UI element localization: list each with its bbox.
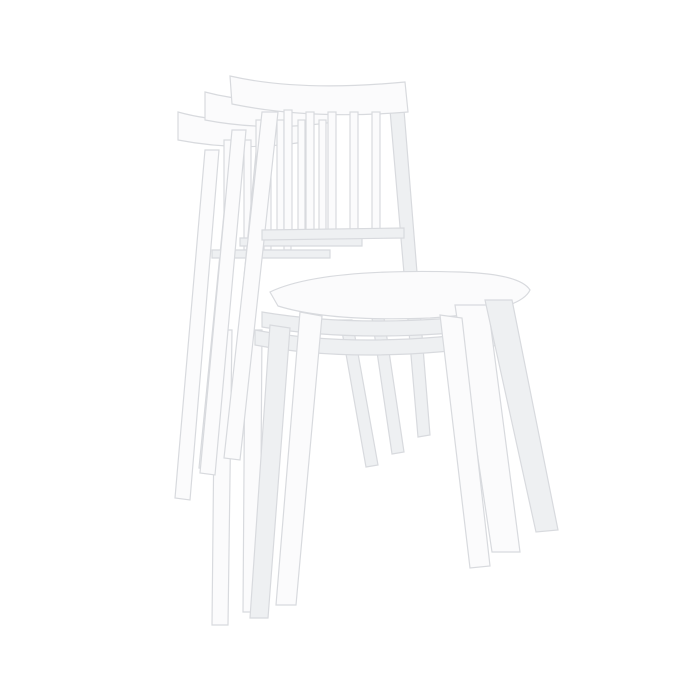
spindle <box>349 111 359 231</box>
chair-middle-rear-leg-left <box>199 129 247 476</box>
spindle <box>371 111 381 231</box>
chair-front-lower-rail <box>261 227 405 241</box>
chair-front-rear-leg-left <box>223 111 279 461</box>
spindle <box>305 111 315 231</box>
spindle <box>283 109 293 231</box>
chair-front-front-leg-left-back <box>249 324 291 619</box>
spindle <box>297 119 306 239</box>
chair-front <box>223 75 559 619</box>
chair-back-rear-leg-left <box>174 149 220 501</box>
spindle <box>318 119 327 239</box>
chair-front-top-rail <box>229 75 409 116</box>
chair-front-front-leg-left <box>275 311 323 606</box>
chair-front-front-leg-right-back <box>484 299 559 533</box>
spindle <box>276 119 285 239</box>
chair-middle-front-leg-right <box>371 317 405 455</box>
spindle <box>327 111 337 231</box>
chair-back-lower-rail <box>211 249 331 259</box>
chair-front-front-leg-right-inner <box>439 314 491 569</box>
